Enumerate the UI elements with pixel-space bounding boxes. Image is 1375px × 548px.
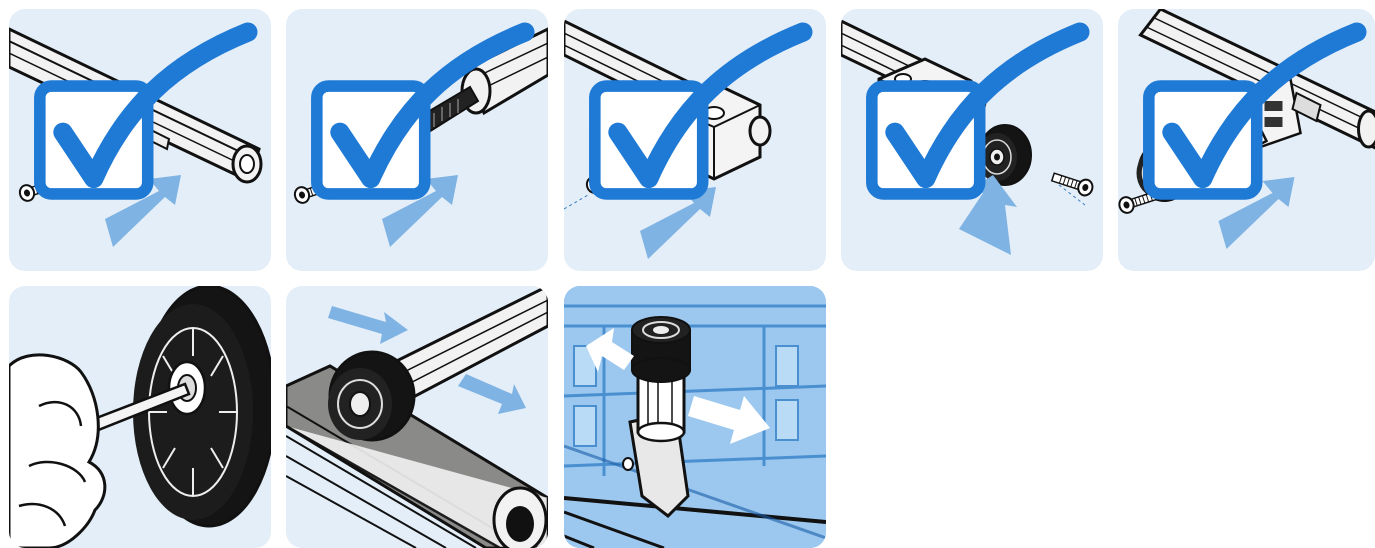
step-panel-8 (564, 286, 826, 548)
screwdriver-hand-wheel-icon (9, 286, 271, 548)
check-icon (841, 9, 1103, 271)
check-icon (286, 9, 548, 271)
step-panel-4 (841, 9, 1103, 271)
check-icon (564, 9, 826, 271)
check-icon (9, 9, 271, 271)
check-icon (1118, 9, 1375, 271)
crate-roller-guide-icon (564, 286, 826, 548)
step-panel-2 (286, 9, 548, 271)
step-panel-1 (9, 9, 271, 271)
step-panel-6 (9, 286, 271, 548)
step-panel-3 (564, 9, 826, 271)
step-panel-7 (286, 286, 548, 548)
roller-on-rail-icon (286, 286, 548, 548)
step-panel-5 (1118, 9, 1375, 271)
